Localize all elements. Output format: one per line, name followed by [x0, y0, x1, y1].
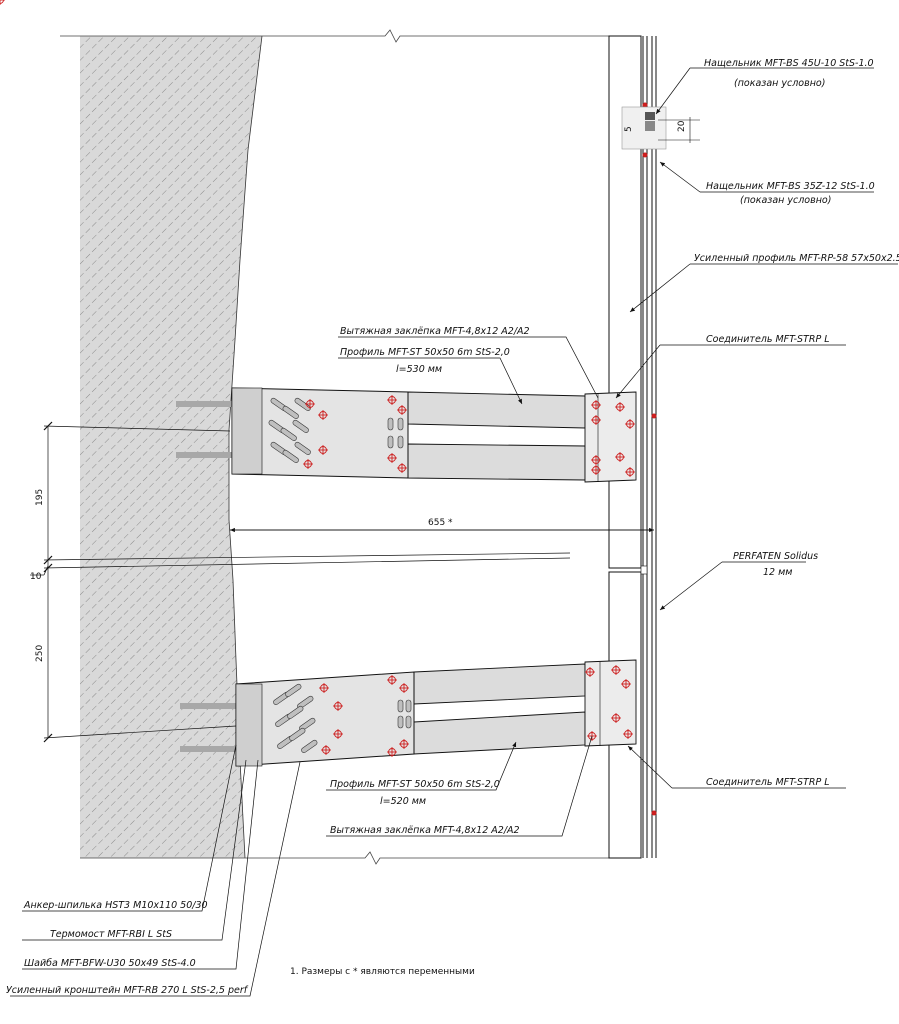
rivet-mark [319, 683, 329, 693]
label-bs35: Нащельник MFT-BS 35Z-12 StS-1.0 [706, 181, 875, 192]
rivet-mark [615, 402, 625, 412]
label-profile-top: Профиль MFT-ST 50x50 6m StS-2,0 [340, 347, 510, 358]
rivet-mark [333, 701, 343, 711]
dim-10: 10 [30, 572, 42, 582]
label-rp58: Усиленный профиль MFT-RP-58 57x50x2.5 [694, 253, 899, 264]
dim-250: 250 [35, 645, 45, 662]
label-bracket: Усиленный кронштейн MFT-RB 270 L StS-2,5… [6, 985, 249, 996]
rivet-mark [625, 467, 635, 477]
rail-rivets [642, 102, 657, 816]
rivet-mark [387, 453, 397, 463]
label-profile-top-length: l=530 мм [396, 364, 442, 375]
rivet-mark [321, 745, 331, 755]
label-rivet-bottom: Вытяжная заклёпка MFT-4,8x12 A2/A2 [330, 825, 520, 836]
label-strp-bottom: Соединитель MFT-STRP L [706, 777, 830, 788]
rivet-mark [399, 683, 409, 693]
label-rivet-top: Вытяжная заклёпка MFT-4,8x12 A2/A2 [340, 326, 530, 337]
rivet-mark [333, 729, 343, 739]
dimension-texts: 5 20 195 10 250 655 * [30, 120, 687, 662]
rivet-mark [621, 679, 631, 689]
dim-195: 195 [35, 489, 45, 506]
rivet-mark [591, 455, 601, 465]
break-lines [60, 29, 610, 865]
rivet-mark [585, 667, 595, 677]
leader-lines [10, 67, 898, 997]
rivet-mark [399, 739, 409, 749]
label-profile-bottom-length: l=520 мм [380, 796, 426, 807]
dim-20: 20 [677, 120, 687, 132]
rivet-mark [318, 445, 328, 455]
label-bs35-note: (показан условно) [740, 195, 831, 206]
dim-655: 655 * [428, 518, 453, 528]
rivet-mark [591, 400, 601, 410]
rivet-mark [397, 463, 407, 473]
rivet-mark [591, 415, 601, 425]
label-strp-top: Соединитель MFT-STRP L [706, 334, 830, 345]
rivet-mark [387, 675, 397, 685]
rivet-mark [615, 452, 625, 462]
rivet-mark [387, 747, 397, 757]
rivet-mark [591, 465, 601, 475]
joint-flashing-top [621, 106, 700, 150]
rivet-mark [611, 713, 621, 723]
label-anchor: Анкер-шпилька HST3 M10x110 50/30 [23, 900, 208, 911]
dimension-ticks [43, 421, 53, 743]
dim-5: 5 [624, 126, 634, 132]
label-washer: Шайба MFT-BFW-U30 50x49 StS-4.0 [24, 958, 196, 969]
rivet-mark [611, 665, 621, 675]
rivet-layer [303, 395, 635, 757]
note-variable-dimensions: 1. Размеры с * являются переменными [290, 967, 475, 977]
label-perfaten: PERFATEN Solidus [733, 551, 818, 562]
label-profile-bottom: Профиль MFT-ST 50x50 6m StS-2,0 [330, 779, 500, 790]
label-perfaten-thickness: 12 мм [763, 567, 792, 578]
rivet-mark [387, 395, 397, 405]
top-bracket-assembly [176, 387, 637, 483]
callout-labels: Нащельник MFT-BS 45U-10 StS-1.0 (показан… [6, 58, 899, 996]
label-bs45-note: (показан условно) [734, 78, 825, 89]
rivet-mark [625, 419, 635, 429]
bottom-bracket-assembly [180, 659, 637, 767]
rivet-mark [397, 405, 407, 415]
vertical-rail-mft-rp-58 [642, 36, 657, 858]
rivet-mark [303, 459, 313, 469]
rivet-marks [0, 0, 5, 5]
rivet-mark [305, 399, 315, 409]
label-thermobridge: Термомост MFT-RBI L StS [50, 929, 172, 940]
dimension-lines [30, 425, 654, 739]
rivet-mark [623, 729, 633, 739]
joint-flashing-mid [640, 565, 648, 575]
rivet-mark [318, 410, 328, 420]
label-bs45: Нащельник MFT-BS 45U-10 StS-1.0 [704, 58, 874, 69]
